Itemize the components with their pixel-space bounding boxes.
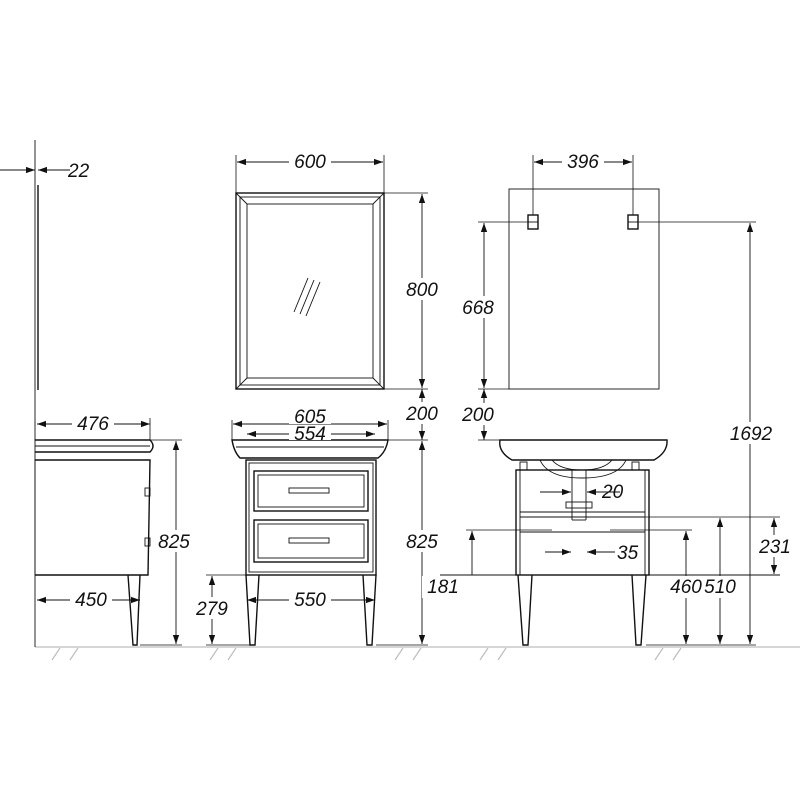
dim-231-label: 231	[758, 537, 791, 558]
dim-605-label: 605	[294, 407, 326, 428]
dim-605: 605	[231, 407, 389, 440]
dim-20: 20	[540, 482, 624, 503]
dim-22-label: 22	[67, 161, 90, 182]
dim-825-side-label: 825	[158, 532, 190, 553]
dim-510: 510	[645, 516, 780, 644]
dim-200-left: 200	[401, 389, 443, 440]
dim-200-left-label: 200	[405, 404, 438, 425]
dim-279: 279	[191, 574, 250, 646]
dim-200-right: 200	[457, 389, 500, 441]
dim-825-front: 825	[376, 439, 443, 646]
dim-554-label: 554	[294, 424, 326, 445]
dim-668-label: 668	[462, 298, 494, 319]
dim-396-label: 396	[567, 152, 599, 173]
side-view	[34, 140, 154, 647]
dim-550-label: 550	[294, 590, 326, 611]
dim-476: 476	[37, 412, 151, 440]
dim-450-label: 450	[75, 590, 107, 611]
dim-554: 554	[247, 424, 375, 445]
dim-550: 550	[247, 588, 375, 611]
mirror-front-view	[235, 192, 385, 390]
dim-181-label: 181	[427, 577, 459, 598]
dim-1692-label: 1692	[730, 424, 773, 445]
dim-22: 22	[0, 161, 90, 182]
dim-668: 668	[457, 221, 528, 390]
dim-279-label: 279	[195, 599, 228, 620]
dim-35-label: 35	[617, 543, 639, 564]
dim-35: 35	[545, 543, 639, 564]
rear-view	[499, 188, 668, 646]
dim-450: 450	[37, 588, 140, 611]
dim-460: 460	[610, 529, 708, 644]
dim-800-label: 800	[406, 280, 438, 301]
dim-825-side: 825	[140, 439, 194, 646]
dim-600-label: 600	[294, 152, 326, 173]
dim-825-front-label: 825	[406, 532, 438, 553]
dim-476-label: 476	[77, 414, 109, 435]
dim-800: 800	[384, 192, 443, 390]
floor-line	[35, 646, 800, 661]
vanity-front-view	[231, 439, 389, 646]
dim-510-label: 510	[704, 577, 736, 598]
dim-200-right-label: 200	[461, 405, 494, 426]
dim-460-label: 460	[670, 577, 702, 598]
dim-396: 396	[532, 150, 634, 215]
dim-600: 600	[235, 150, 385, 193]
dim-1692: 1692	[638, 221, 776, 646]
dim-20-label: 20	[601, 482, 624, 503]
dim-181: 181	[422, 529, 780, 598]
dim-231: 231	[758, 518, 800, 574]
